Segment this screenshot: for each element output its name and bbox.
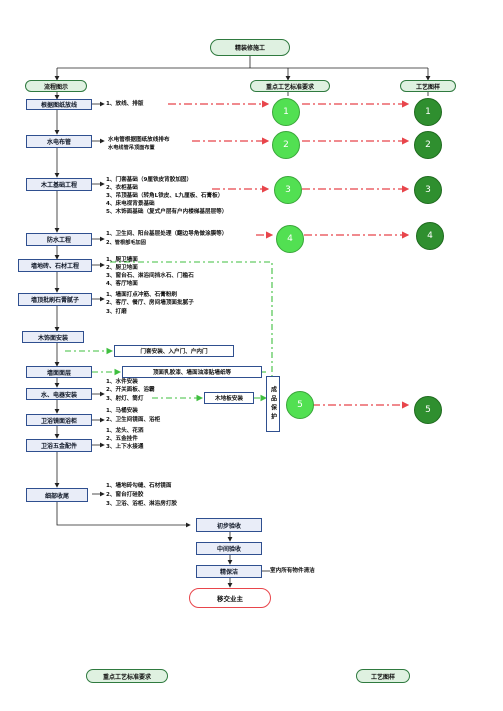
- step-box: 初步验收: [196, 518, 262, 532]
- header-flow: 流程图示: [25, 80, 87, 92]
- marker-circle: 5: [286, 391, 314, 419]
- note-line: 1、卫生间、阳台基层处理（翻边导角做涂膜等）: [106, 231, 228, 237]
- step-box: 墙地砖、石材工程: [18, 259, 92, 272]
- note-line: 5、木饰面基础（复式户层有户内楼梯基层层等）: [106, 209, 228, 215]
- footer-diagram: 工艺图样: [356, 669, 410, 683]
- step-box: 细部收尾: [26, 488, 88, 502]
- page-title: 精装修施工: [210, 39, 290, 56]
- note-line: 1、水件安装: [106, 379, 138, 385]
- note-line: 1、放线、排版: [106, 101, 144, 107]
- step-box: 根据图纸放线: [26, 99, 92, 110]
- step-box: 水、电器安装: [26, 388, 92, 400]
- note-line: 水电管根据图纸放线排布: [108, 137, 170, 143]
- note-line: 3、卫浴、浴柜、淋浴房打胶: [106, 501, 178, 507]
- note-line: 2、开关面板、浴霸: [106, 387, 155, 393]
- note-line: 1、门套基础（9厘铁皮背胶加固）: [106, 177, 193, 183]
- header-diagram: 工艺图样: [400, 80, 456, 92]
- step-box: 卫浴五金配件: [26, 439, 92, 452]
- step-box: 中间验收: [196, 542, 262, 555]
- marker-circle: 1: [414, 98, 442, 126]
- floor-install-note: 木地板安装: [204, 392, 254, 404]
- step-box: 木工基础工程: [26, 178, 92, 191]
- note-line: 3、吊顶基础（转角L铁皮、L九厘板、石膏板）: [106, 193, 224, 199]
- marker-circle: 4: [276, 225, 304, 253]
- note-line: 1、龙头、花洒: [106, 428, 144, 434]
- note-line: 2、窗台打硅胶: [106, 492, 144, 498]
- note-line: 3、窗台石、淋浴间挡水石、门槛石: [106, 273, 194, 279]
- marker-circle: 1: [272, 98, 300, 126]
- header-standards: 重点工艺标准要求: [250, 80, 330, 92]
- note-line: 2、衣柜基础: [106, 185, 138, 191]
- note-line: 3、上下水接通: [106, 444, 144, 450]
- note-line: 2、卫生间镜面、浴柜: [106, 417, 161, 423]
- note-line: 2、五金挂件: [106, 436, 138, 442]
- step-box: 墙面面层: [26, 366, 92, 378]
- note-line: 1、厨卫墙面: [106, 257, 138, 263]
- note-line: 1、马桶安装: [106, 408, 138, 414]
- step-box: 木饰面安装: [22, 331, 84, 343]
- note-line: 室内所有物件清洁: [270, 568, 315, 574]
- step-box: 防水工程: [26, 233, 92, 246]
- note-line: 1、墙地砖勾缝、石材镜面: [106, 483, 172, 489]
- note-line: 2、管根部毛加固: [106, 240, 146, 246]
- wall-finish-note: 顶面乳胶漆、墙面油漆贴墙纸等: [122, 366, 262, 378]
- marker-circle: 4: [416, 222, 444, 250]
- product-protection-box: 成品保护: [266, 376, 280, 432]
- end-node: 移交业主: [189, 588, 271, 608]
- step-box: 卫浴镜面浴柜: [26, 414, 92, 426]
- step-box: 墙顶批刷石膏腻子: [18, 293, 92, 306]
- note-line: 2、客厅、餐厅、房间墙顶面批腻子: [106, 300, 194, 306]
- note-line: 水电线管吊顶面布置: [108, 145, 155, 151]
- note-line: 3、打磨: [106, 309, 127, 315]
- door-install-note: 门套安装、入户门、户内门: [114, 345, 234, 357]
- marker-circle: 2: [414, 131, 442, 159]
- note-line: 1、墙面打点冲筋、石膏粉刷: [106, 292, 178, 298]
- step-box: 精保洁: [196, 565, 262, 578]
- step-box: 水电布管: [26, 135, 92, 148]
- note-line: 3、射灯、筒灯: [106, 396, 144, 402]
- note-line: 2、厨卫地面: [106, 265, 138, 271]
- marker-circle: 2: [272, 131, 300, 159]
- footer-standards: 重点工艺标准要求: [86, 669, 168, 683]
- marker-circle: 3: [414, 176, 442, 204]
- note-line: 4、客厅地面: [106, 281, 138, 287]
- marker-circle: 3: [274, 176, 302, 204]
- marker-circle: 5: [414, 396, 442, 424]
- note-line: 4、床电视背景基础: [106, 201, 155, 207]
